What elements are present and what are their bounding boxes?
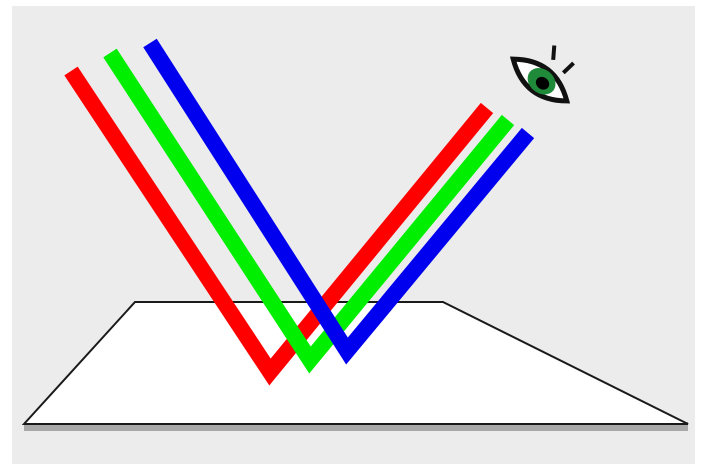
blue-ray bbox=[143, 38, 535, 365]
green-ray bbox=[103, 48, 515, 374]
eye-lash bbox=[561, 61, 575, 75]
eye-pupil bbox=[535, 76, 550, 90]
surface-shadow bbox=[24, 422, 688, 431]
red-ray bbox=[64, 66, 494, 386]
reflecting-surface bbox=[21, 301, 689, 425]
eye-lash bbox=[551, 45, 557, 61]
light-rays bbox=[64, 38, 535, 386]
eye-icon bbox=[509, 45, 575, 104]
